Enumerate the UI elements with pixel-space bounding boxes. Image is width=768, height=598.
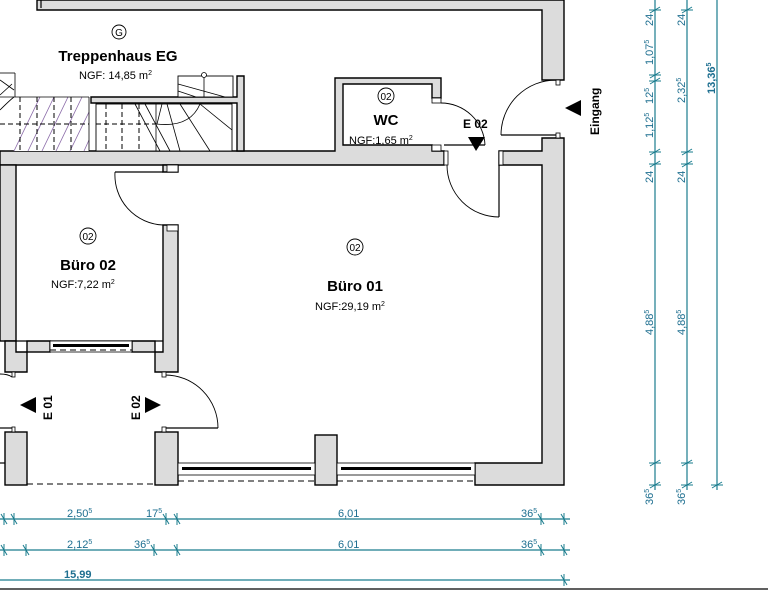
svg-text:6,01: 6,01 (338, 539, 359, 551)
svg-text:125: 125 (644, 88, 656, 104)
svg-text:NGF:1,65 m2: NGF:1,65 m2 (349, 135, 413, 147)
svg-text:1,125: 1,125 (644, 113, 656, 138)
svg-text:365: 365 (644, 489, 656, 505)
door-label-e01: E 01 (41, 395, 55, 420)
right-walls (474, 137, 565, 486)
area-value: 7,22 m (77, 279, 111, 291)
e02-top-arrow-icon (468, 137, 485, 151)
svg-text:365: 365 (521, 508, 537, 520)
svg-text:6,01: 6,01 (338, 508, 359, 520)
room-tag: G (115, 28, 123, 39)
svg-text:24: 24 (644, 171, 656, 183)
windows (0, 340, 476, 485)
lower-walls (4, 431, 338, 486)
area-label: NGF: (315, 301, 341, 313)
stairs (0, 72, 234, 152)
upper-walls (36, 0, 565, 81)
upper-wall-north (36, 0, 565, 81)
door-label-e02-top: E 02 (463, 117, 488, 131)
room-name: Büro 01 (327, 278, 383, 295)
e01-arrow-icon (20, 397, 36, 413)
area-value: 29,19 m (341, 301, 381, 313)
e02-left-arrow-icon (145, 397, 161, 413)
room-tag: 02 (82, 232, 94, 243)
svg-text:365: 365 (134, 539, 150, 551)
area-label: NGF: (79, 70, 105, 82)
svg-text:1,075: 1,075 (644, 40, 656, 65)
svg-text:2,125: 2,125 (67, 539, 92, 551)
total-width: 15,99 (64, 569, 92, 581)
door-label-e02-left: E 02 (129, 395, 143, 420)
room-tag: 02 (349, 243, 361, 254)
room-tag: 02 (380, 92, 392, 103)
svg-text:24: 24 (644, 14, 656, 26)
svg-text:175: 175 (146, 508, 162, 520)
room-name: WC (374, 112, 399, 129)
doors (0, 79, 561, 433)
area-value: 14,85 m (108, 70, 148, 82)
svg-text:4,885: 4,885 (676, 310, 688, 335)
svg-text:24: 24 (676, 14, 688, 26)
area-label: NGF: (349, 135, 375, 147)
room-buero02[interactable]: 02 Büro 02 NGF:7,22 m2 (51, 227, 116, 291)
svg-text:NGF:29,19 m2: NGF:29,19 m2 (315, 301, 385, 313)
svg-text:365: 365 (521, 539, 537, 551)
svg-text:2,325: 2,325 (676, 78, 688, 103)
entrance-arrow-icon (565, 100, 581, 116)
total-height: 13,365 (706, 62, 718, 94)
room-name: Büro 02 (60, 257, 116, 274)
area-label: NGF: (51, 279, 77, 291)
room-buero01[interactable]: 02 Büro 01 NGF:29,19 m2 (315, 238, 385, 313)
svg-text:NGF:7,22 m2: NGF:7,22 m2 (51, 279, 115, 291)
area-value: 1,65 m (375, 135, 409, 147)
room-treppenhaus[interactable]: G Treppenhaus EG NGF: 14,85 m2 (58, 24, 178, 82)
room-wc[interactable]: 02 WC NGF:1,65 m2 (349, 87, 413, 147)
horizontal-dimensions: 2,505 175 6,01 365 2,125 365 6,01 365 15… (0, 508, 768, 590)
svg-text:NGF: 14,85 m2: NGF: 14,85 m2 (79, 70, 152, 82)
svg-text:2,505: 2,505 (67, 508, 92, 520)
svg-text:365: 365 (676, 489, 688, 505)
svg-text:4,885: 4,885 (644, 310, 656, 335)
vertical-dimensions: 24 1,075 125 1,125 24 4,885 365 24 2,325… (644, 0, 723, 505)
entrance-label: Eingang (588, 88, 602, 135)
room-name: Treppenhaus EG (58, 48, 177, 65)
svg-text:24: 24 (676, 171, 688, 183)
